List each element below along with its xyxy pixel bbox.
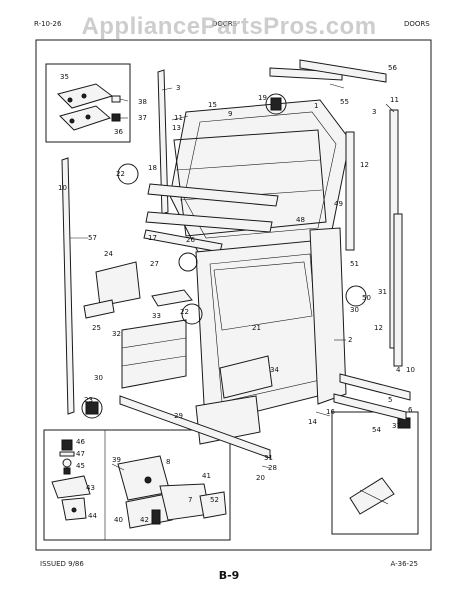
- fresh-food-door-panel: [195, 227, 347, 423]
- callout-22a: 22: [116, 170, 125, 178]
- top-trim-strips: [269, 59, 387, 83]
- callout-11b: 11: [390, 96, 399, 104]
- callout-55: 55: [340, 98, 349, 106]
- bottom-trim-strips: [333, 373, 411, 421]
- callout-38: 38: [138, 98, 147, 106]
- callout-56: 56: [388, 64, 397, 72]
- callout-27: 27: [150, 260, 159, 268]
- callout-6: 6: [408, 406, 413, 414]
- callout-26: 26: [186, 236, 195, 244]
- page-number: B-9: [219, 569, 240, 582]
- callout-46: 46: [76, 438, 85, 446]
- callout-50: 50: [362, 294, 371, 302]
- callout-7: 7: [188, 496, 192, 504]
- callout-41: 41: [202, 472, 211, 480]
- callout-2: 2: [348, 336, 352, 344]
- callout-19: 19: [258, 94, 267, 102]
- callout-54: 54: [372, 426, 381, 434]
- callout-33: 33: [152, 312, 161, 320]
- callout-48: 48: [296, 216, 305, 224]
- header-section-text: DOORS: [404, 20, 430, 28]
- callout-22b: 22: [180, 308, 189, 316]
- bracket-inset: [331, 411, 419, 535]
- bottom-hinge-inset: [43, 429, 231, 541]
- callout-34: 34: [270, 366, 279, 374]
- callout-37b: 37: [392, 422, 401, 430]
- callout-16: 16: [326, 408, 335, 416]
- diagram-frame: [35, 39, 432, 551]
- top-hinge-inset: [45, 63, 131, 143]
- callout-15: 15: [208, 101, 217, 109]
- freezer-door-panel: [169, 99, 351, 253]
- header-center-text: DOCRS: [212, 20, 238, 28]
- callout-12b: 12: [374, 324, 383, 332]
- callout-14: 14: [308, 418, 317, 426]
- callout-28: 28: [268, 464, 277, 472]
- watermark-text: AppliancePartsPros.com: [81, 13, 376, 40]
- callout-31b: 31: [378, 288, 387, 296]
- callout-4: 4: [396, 366, 401, 374]
- callout-39: 39: [112, 456, 121, 464]
- freezer-door-shelves: [143, 183, 279, 253]
- callout-18: 18: [148, 164, 157, 172]
- callout-20: 20: [256, 474, 265, 482]
- detail-circles: [81, 93, 367, 419]
- callout-32: 32: [112, 330, 121, 338]
- right-gasket-strips: [345, 109, 403, 367]
- callout-21: 21: [252, 324, 261, 332]
- callout-45: 45: [76, 462, 85, 470]
- footer-issued-text: ISSUED 9/86: [40, 560, 84, 568]
- callout-29: 29: [174, 412, 183, 420]
- callout-43: 43: [86, 484, 95, 492]
- callout-44: 44: [88, 512, 97, 520]
- callout-3b: 3: [372, 108, 376, 116]
- callout-37: 37: [138, 114, 147, 122]
- callout-30b: 30: [350, 306, 359, 314]
- callout-10: 10: [58, 184, 67, 192]
- callout-35: 35: [60, 73, 69, 81]
- left-gasket-strips: [61, 69, 169, 415]
- callout-13: 13: [172, 124, 181, 132]
- footer-ref-text: A-36-25: [390, 560, 418, 568]
- callout-57: 57: [88, 234, 97, 242]
- callout-1: 1: [314, 102, 318, 110]
- callout-11: 11: [174, 114, 183, 122]
- callout-17: 17: [148, 234, 157, 242]
- callout-49: 49: [334, 200, 343, 208]
- callout-36: 36: [114, 128, 123, 136]
- callout-10b: 10: [406, 366, 415, 374]
- callout-9: 9: [228, 110, 232, 118]
- callout-40: 40: [114, 516, 123, 524]
- door-bins: [83, 261, 273, 459]
- callout-31: 31: [264, 454, 273, 462]
- callout-52: 52: [210, 496, 219, 504]
- callout-30: 30: [94, 374, 103, 382]
- callout-42: 42: [140, 516, 149, 524]
- callout-24: 24: [104, 250, 113, 258]
- callout-51: 51: [350, 260, 359, 268]
- callout-labels: 35 38 37 36 3 11 13 15 9 19 1 55 56 11 3…: [58, 64, 415, 524]
- header-model-text: R-10-26: [34, 20, 62, 28]
- callout-25: 25: [92, 324, 101, 332]
- callout-23: 23: [84, 396, 93, 404]
- callout-12: 12: [360, 161, 369, 169]
- callout-5: 5: [388, 396, 392, 404]
- callout-47: 47: [76, 450, 85, 458]
- callout-8: 8: [166, 458, 170, 466]
- callout-3: 3: [176, 84, 180, 92]
- leader-lines: [70, 83, 395, 469]
